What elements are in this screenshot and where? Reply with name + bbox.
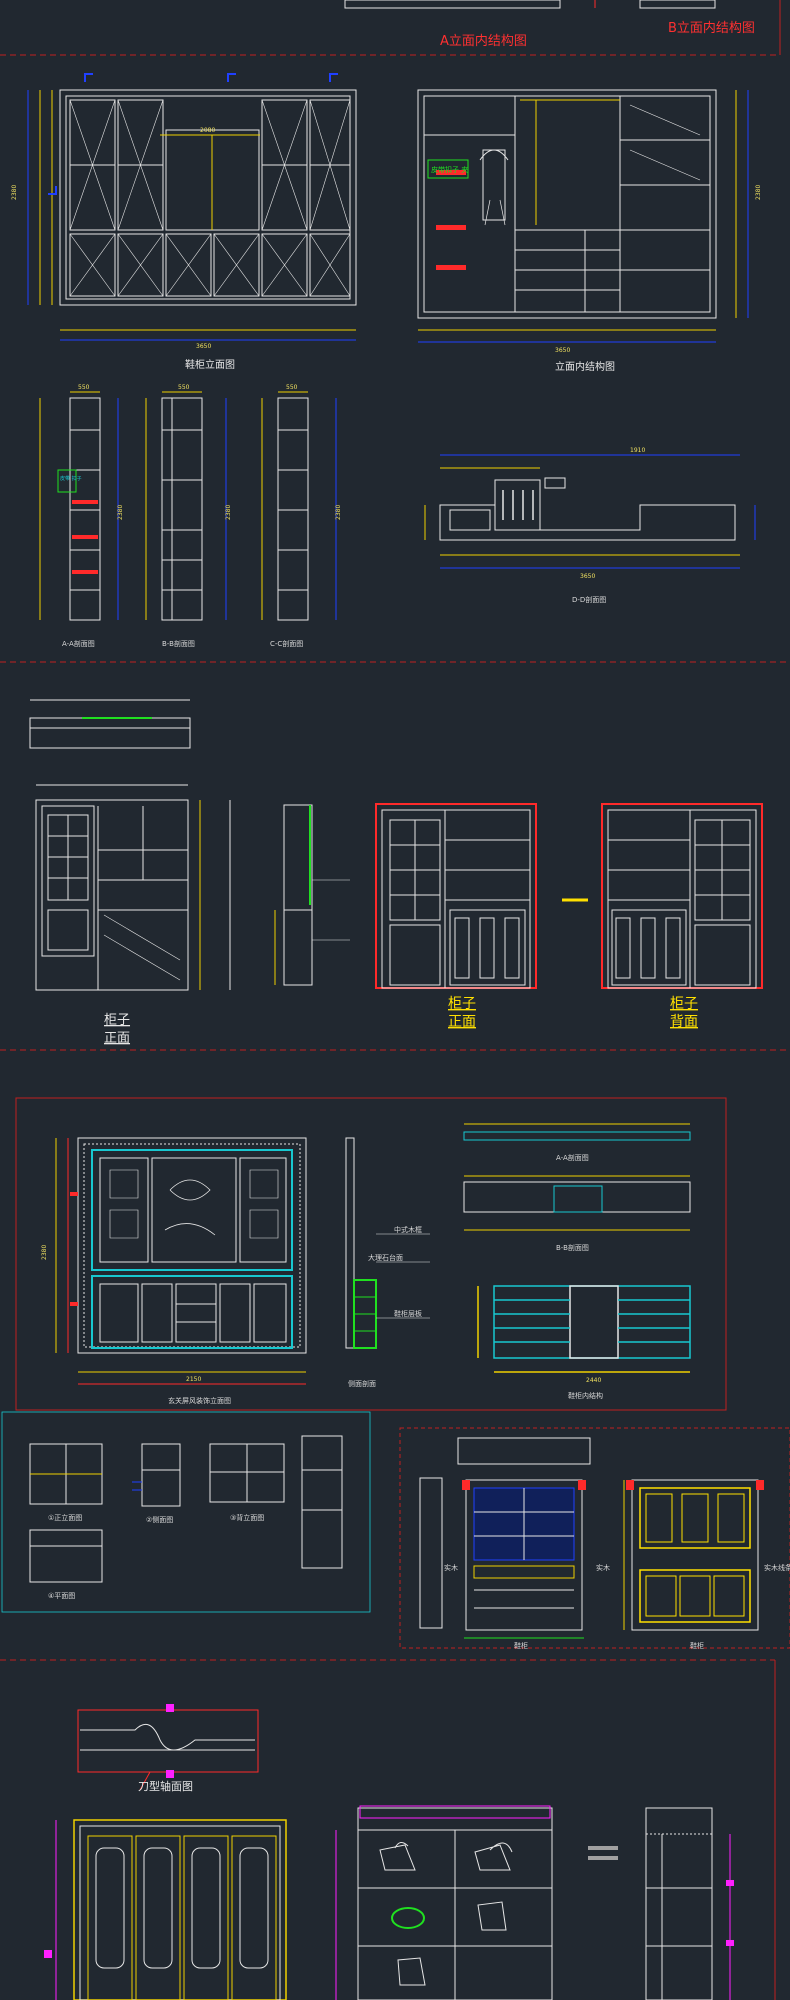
note-1: 中式木框 <box>394 1225 422 1234</box>
sheet2-front-red <box>375 803 537 989</box>
plan-d-d-dims <box>424 454 756 569</box>
side-tag: 皮带 扣子 <box>60 475 82 482</box>
green-bag-icon <box>391 1907 425 1929</box>
sheet2-side-section <box>274 804 350 986</box>
detail-caption: 刀型轴面图 <box>138 1779 193 1793</box>
entrance-screen-elevation <box>77 1137 307 1354</box>
side-tag-box <box>57 469 77 493</box>
mini-view-blue <box>132 1481 142 1491</box>
section-b-caption: B-B剖面图 <box>162 639 195 648</box>
mini-views <box>29 1435 343 1583</box>
sheet2-front-elevation <box>35 784 231 991</box>
section-c-c <box>277 397 309 621</box>
right-cabinet-1 <box>419 1437 591 1639</box>
dim-w-total: 2150 <box>186 1376 201 1383</box>
yellow-front-2: 正面 <box>448 1014 476 1030</box>
dim-plan-w: 3650 <box>580 573 595 580</box>
section-a-caption: A-A剖面图 <box>62 639 95 648</box>
right-left-caption: 鞋柜 <box>514 1641 528 1650</box>
right-cabinet-2 <box>623 1479 759 1631</box>
entrance-side-section <box>345 1137 430 1349</box>
note-tag: 皮带扣子 夹 <box>431 165 468 174</box>
plan-b-b <box>463 1175 691 1231</box>
plan-b-caption: B-B剖面图 <box>556 1243 589 1252</box>
sheet2-plan-top <box>29 699 191 749</box>
section-b-b <box>161 397 203 621</box>
inner-caption: 鞋柜内结构 <box>568 1391 603 1400</box>
top-right-caption: B立面内结构图 <box>668 20 755 36</box>
cabinet-front-caption-2: 正面 <box>104 1031 130 1046</box>
dim-h-right: 2380 <box>755 185 762 200</box>
dim-sec-a: 550 <box>78 384 90 391</box>
section-dims <box>39 391 337 620</box>
dim-h-total: 2380 <box>41 1245 48 1260</box>
sheet5-magenta-ticks <box>44 1950 52 1958</box>
sheet5-right-magenta <box>726 1880 734 1946</box>
dim-w-left: 3650 <box>196 343 211 350</box>
inner-structure <box>477 1285 691 1373</box>
side-note-2: 实木 <box>596 1563 610 1572</box>
note-3: 鞋柜层板 <box>394 1309 422 1318</box>
shoe-cabinet-dims <box>27 90 356 341</box>
mini-1: ①正立面图 <box>48 1513 82 1522</box>
plan-a-caption: A-A剖面图 <box>556 1153 589 1162</box>
note-tag-box <box>427 159 469 179</box>
side-note-3: 实木线条 <box>764 1563 790 1572</box>
section-a-red <box>72 500 98 574</box>
yellow-back-1: 柜子 <box>670 996 698 1012</box>
main-caption: 玄关屏风装饰立面图 <box>168 1396 231 1405</box>
section-a-a <box>69 397 101 621</box>
cabinet-front-caption-1: 柜子 <box>104 1013 130 1028</box>
top-left-caption: A立面内结构图 <box>440 33 527 49</box>
sheet4-left-frame <box>1 1411 371 1613</box>
dim-sec-b: 550 <box>178 384 190 391</box>
elev-right-caption: 立面内结构图 <box>555 360 615 373</box>
right-cabinet-2-red <box>626 1480 764 1490</box>
mini-2: ②侧面图 <box>146 1515 173 1524</box>
dim-sec-h-b: 2380 <box>225 505 232 520</box>
side-note-1: 实木 <box>444 1563 458 1572</box>
dim-top-left: 2080 <box>200 127 215 134</box>
top-strip <box>0 0 781 56</box>
dim-h-left: 2380 <box>11 185 18 200</box>
sheet5-grey-marker <box>588 1846 618 1860</box>
dim-sec-c: 550 <box>286 384 298 391</box>
sheet5-wardrobe-front <box>55 1819 287 2000</box>
internal-structure-elevation <box>417 89 717 319</box>
plan-d-d <box>439 477 736 541</box>
section-c-caption: C-C剖面图 <box>270 639 303 648</box>
internal-structure-dims <box>418 90 749 343</box>
right-cabinet-1-red <box>462 1480 586 1490</box>
sheet4-right-frame <box>399 1427 790 1649</box>
detail-magenta-marks <box>166 1704 174 1778</box>
dim-w-right: 3650 <box>555 347 570 354</box>
sheet5-shelf-unit <box>335 1805 553 2000</box>
right-right-caption: 鞋柜 <box>690 1641 704 1650</box>
red-hooks <box>436 170 466 270</box>
elev-left-caption: 鞋柜立面图 <box>185 358 235 371</box>
entrance-screen-dims <box>55 1138 306 1385</box>
side-caption: 侧面剖面 <box>348 1379 376 1388</box>
note-2: 大理石台面 <box>368 1253 403 1262</box>
dim-sec-h-c: 2380 <box>335 505 342 520</box>
sheet3-frame <box>15 1097 727 1411</box>
shoe-cabinet-elevation <box>59 89 357 306</box>
dim-plan-top: 1910 <box>630 447 645 454</box>
blue-markers <box>48 73 338 195</box>
yellow-back-2: 背面 <box>670 1014 698 1030</box>
yellow-front-1: 柜子 <box>448 996 476 1012</box>
entrance-red-markers <box>70 1192 78 1306</box>
mini-4: ④平面图 <box>48 1592 75 1600</box>
dim-sec-h-a: 2380 <box>117 505 124 520</box>
sheet5-side-section <box>645 1807 731 2000</box>
dim-w-plan: 2440 <box>586 1377 601 1384</box>
plan-caption: D-D剖面图 <box>572 595 606 604</box>
mini-3: ③背立面图 <box>230 1513 264 1522</box>
sheet2-back-red <box>601 803 763 989</box>
plan-a-a <box>463 1123 691 1141</box>
